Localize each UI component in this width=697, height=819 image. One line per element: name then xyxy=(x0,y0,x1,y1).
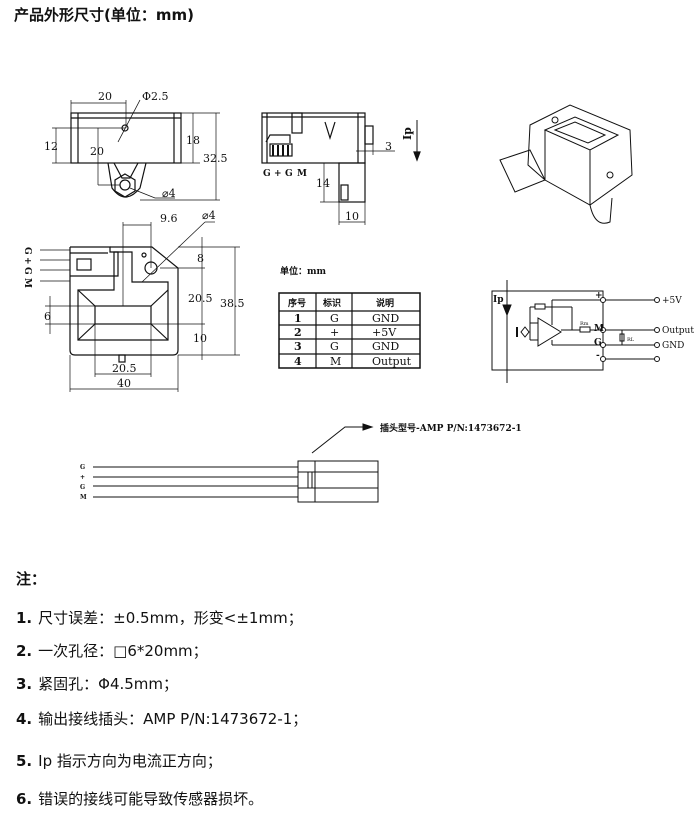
dim-9-6: 9.6 xyxy=(160,212,178,225)
dim-20-5-vertical: 20.5 xyxy=(188,292,213,305)
side-pin-label: M xyxy=(297,169,307,179)
output-gnd-label: GND xyxy=(662,341,684,351)
dim-20: 20 xyxy=(90,145,104,158)
page-title: 产品外形尺寸(单位：mm) xyxy=(14,6,194,24)
top-pin-label: M xyxy=(22,278,32,288)
dim-14: 14 xyxy=(316,177,330,190)
dim-20-5-horizontal: 20.5 xyxy=(112,362,137,375)
ip-direction-label: Ip xyxy=(401,127,414,140)
wire-label: G xyxy=(80,464,85,471)
dim-fix-hole: ⌀4 xyxy=(162,187,176,200)
cell: 4 xyxy=(294,355,302,368)
dim-10: 10 xyxy=(345,210,359,223)
note-text: 输出接线插头：AMP P/N:1473672-1； xyxy=(38,710,308,728)
cell: GND xyxy=(372,340,399,353)
wire-label: + xyxy=(80,474,85,481)
note-text: 尺寸误差：±0.5mm，形变<±1mm； xyxy=(38,609,303,627)
note-item: 3. 紧固孔：Φ4.5mm； xyxy=(16,673,178,694)
connector-model-label: 插头型号-AMP P/N:1473672-1 xyxy=(380,422,522,434)
notes-heading: 注： xyxy=(16,570,47,588)
note-item: 1. 尺寸误差：±0.5mm，形变<±1mm； xyxy=(16,607,303,628)
pin-minus-label: - xyxy=(596,351,600,361)
rl-label: RL xyxy=(627,337,635,343)
pin-plus-label: + xyxy=(595,291,603,301)
unit-label: 单位：mm xyxy=(280,265,327,277)
side-pin-label: G xyxy=(263,169,271,179)
note-number: 5. xyxy=(16,752,33,770)
note-text: 一次孔径：□6*20mm； xyxy=(38,642,208,660)
dim-3: 3 xyxy=(385,140,392,153)
front-view: 20 Φ2.5 12 20 18 32.5 ⌀4 xyxy=(44,90,228,201)
top-pin-label: + xyxy=(22,257,32,265)
dim-12: 12 xyxy=(44,140,58,153)
cell: 2 xyxy=(294,326,302,339)
dim-8: 8 xyxy=(197,252,204,265)
isometric-view xyxy=(499,104,633,224)
table-row: 1 G GND xyxy=(294,312,399,325)
dim-hole-4: ⌀4 xyxy=(202,209,216,222)
table-header: 序号 xyxy=(288,297,306,309)
circuit-diagram: Ip + M G - Rm RL +5V Output GND xyxy=(491,280,694,383)
connector-drawing: 插头型号-AMP P/N:1473672-1 G + G M xyxy=(80,422,522,503)
table-row: 4 M Output xyxy=(294,355,412,368)
table-header: 标识 xyxy=(322,297,341,309)
side-pin-label: + xyxy=(274,169,282,179)
note-number: 1. xyxy=(16,609,33,627)
table-row: 3 G GND xyxy=(294,340,399,353)
side-pin-label: G xyxy=(285,169,293,179)
side-view: G + G M 3 Ip 14 10 xyxy=(261,112,421,225)
dim-width-20: 20 xyxy=(98,90,112,103)
cell: + xyxy=(330,326,339,339)
cell: GND xyxy=(372,312,399,325)
pin-m-label: M xyxy=(594,324,604,334)
output-5v-label: +5V xyxy=(662,296,682,306)
cell: M xyxy=(330,355,341,368)
technical-drawings: 20 Φ2.5 12 20 18 32.5 ⌀4 xyxy=(22,90,694,503)
note-item: 5. Ip 指示方向为电流正方向； xyxy=(16,750,222,771)
table-row: 2 + +5V xyxy=(294,326,397,339)
note-item: 6. 错误的接线可能导致传感器损坏。 xyxy=(16,788,263,809)
note-number: 6. xyxy=(16,790,33,808)
note-number: 2. xyxy=(16,642,33,660)
dim-38-5: 38.5 xyxy=(220,297,245,310)
cell: 3 xyxy=(294,340,302,353)
top-pin-label: G xyxy=(22,267,32,275)
note-text: Ip 指示方向为电流正方向； xyxy=(38,752,222,770)
circuit-ip-label: Ip xyxy=(493,295,504,305)
dim-18: 18 xyxy=(186,134,200,147)
top-pin-label: G xyxy=(22,247,32,255)
note-item: 4. 输出接线插头：AMP P/N:1473672-1； xyxy=(16,708,307,729)
dim-40: 40 xyxy=(117,377,131,390)
cell: Output xyxy=(372,355,412,368)
note-number: 4. xyxy=(16,710,33,728)
note-text: 紧固孔：Φ4.5mm； xyxy=(38,675,179,693)
output-signal-label: Output xyxy=(662,326,694,336)
pin-g-label: G xyxy=(594,338,602,348)
cell: G xyxy=(330,312,339,325)
wire-label: M xyxy=(80,494,87,501)
note-number: 3. xyxy=(16,675,33,693)
note-text: 错误的接线可能导致传感器损坏。 xyxy=(38,790,264,808)
cell: +5V xyxy=(372,326,397,339)
dim-hole-2-5: Φ2.5 xyxy=(142,90,169,103)
wire-label: G xyxy=(80,484,85,491)
note-item: 2. 一次孔径：□6*20mm； xyxy=(16,640,208,661)
dim-10: 10 xyxy=(193,332,207,345)
rm-label: Rm xyxy=(580,321,589,327)
table-header: 说明 xyxy=(376,297,394,309)
cell: 1 xyxy=(294,312,302,325)
top-view: 9.6 ⌀4 8 20.5 38.5 6 10 20.5 40 G + G M xyxy=(22,209,245,392)
dim-6: 6 xyxy=(44,310,51,323)
dim-32-5: 32.5 xyxy=(203,152,228,165)
cell: G xyxy=(330,340,339,353)
